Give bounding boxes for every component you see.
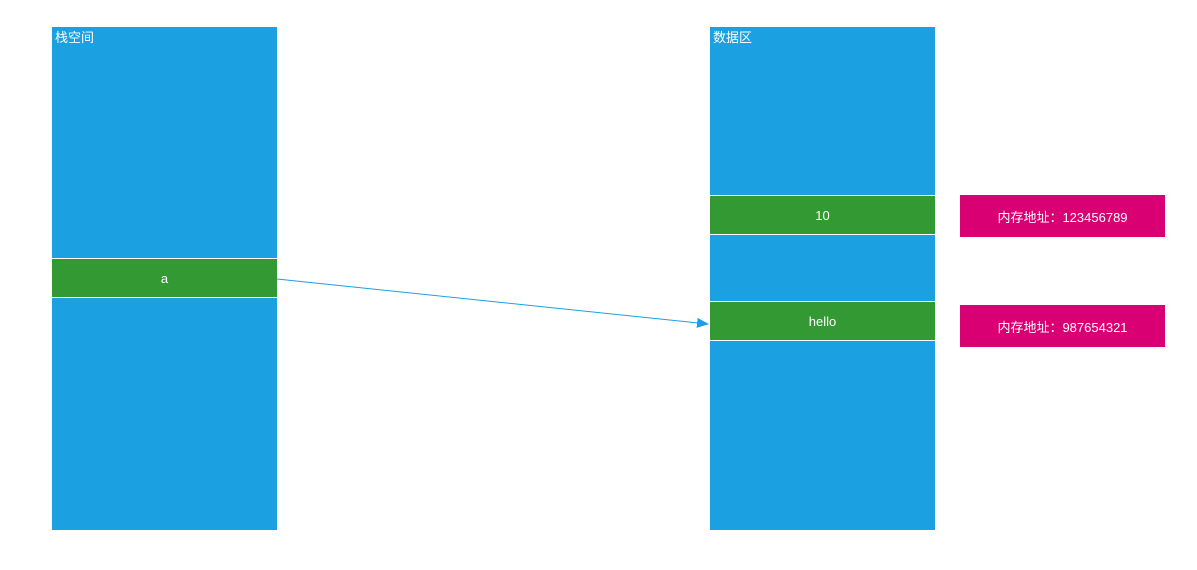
data-cell-10: 10 (710, 195, 935, 235)
address-label-1: 内存地址：123456789 (960, 195, 1165, 237)
stack-cell-a: a (52, 258, 277, 298)
data-area-block: 数据区 10 hello (710, 27, 935, 530)
stack-space-block: 栈空间 a (52, 27, 277, 530)
address-label-2: 内存地址：987654321 (960, 305, 1165, 347)
data-cell-hello: hello (710, 301, 935, 341)
data-area-title: 数据区 (713, 30, 753, 45)
pointer-arrow (276, 278, 709, 328)
stack-space-title: 栈空间 (55, 30, 95, 45)
